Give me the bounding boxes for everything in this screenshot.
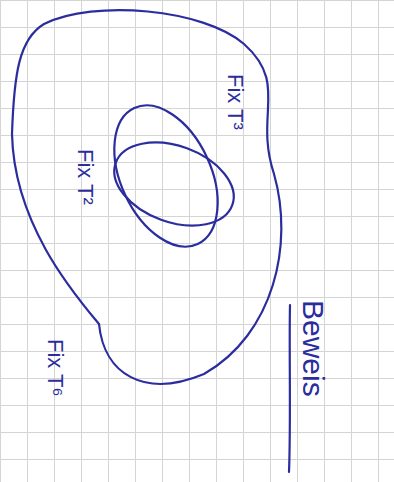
set-ellipse: Fix T²: [74, 124, 244, 249]
note-label: Beweis: [298, 300, 328, 397]
set-label: Fix T²: [74, 149, 96, 205]
region-outline: [4, 4, 289, 389]
set-region: Fix T⁶Fix T²Fix T³: [4, 4, 289, 389]
set-label: Fix T⁶: [44, 339, 66, 397]
set-ellipse: Fix T³: [109, 74, 269, 254]
region-outline: [12, 10, 281, 384]
underline-stroke: [289, 305, 290, 472]
region-outline: [94, 89, 239, 263]
region-outline: [103, 127, 246, 241]
region-outline: [74, 124, 244, 249]
set-label: Fix T³: [224, 74, 246, 130]
